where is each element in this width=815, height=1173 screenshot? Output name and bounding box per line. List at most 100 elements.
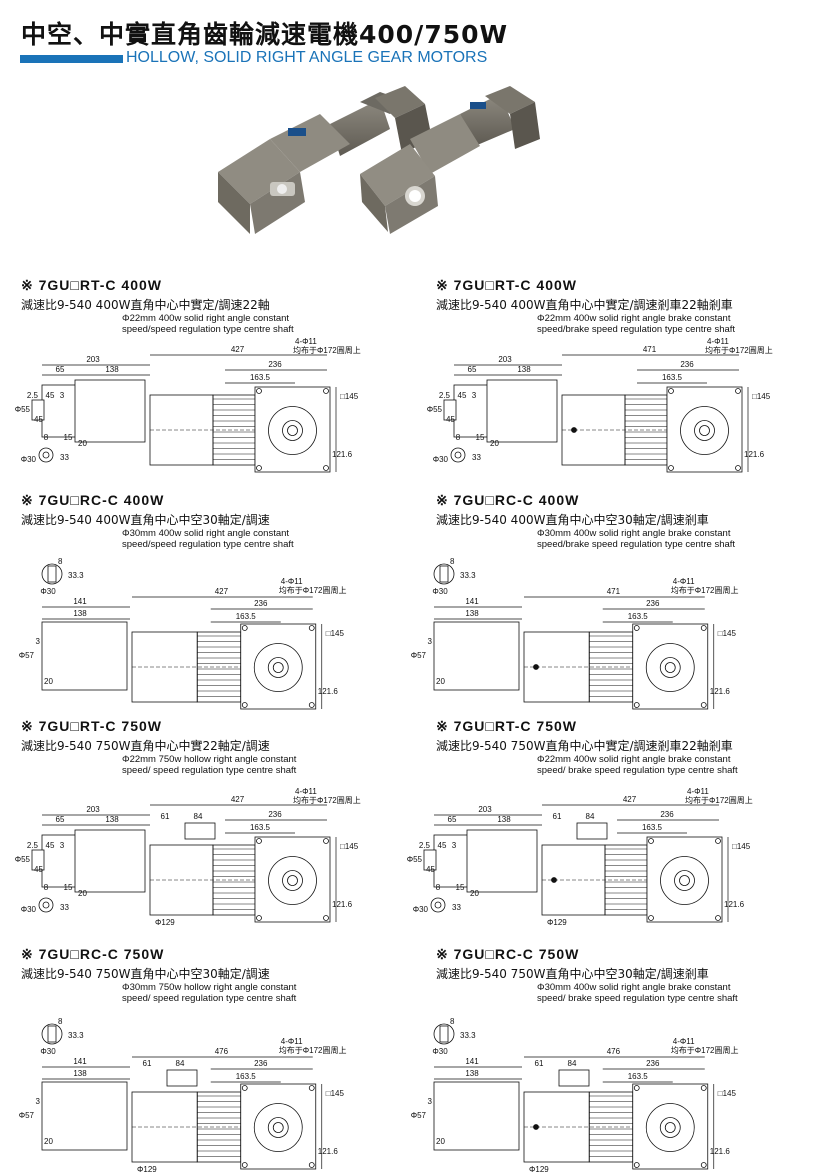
drawing-circle [308, 625, 315, 631]
drawing-circle [571, 427, 577, 433]
model-description-en-1: Φ22mm 400w solid right angle brake const… [537, 754, 731, 765]
drawing-rect [41, 1081, 128, 1151]
drawing-circle [267, 1117, 289, 1138]
drawing-circle [700, 702, 707, 708]
model-description-zh: 減速比9-540 400W直角中心中實定/調速22軸 [21, 298, 270, 312]
dimension-label: 4-Φ11 [295, 787, 317, 796]
drawing-circle [323, 465, 329, 471]
drawing-circle [715, 915, 721, 921]
dimension-label: 236 [254, 1059, 268, 1068]
dimension-label: □145 [340, 842, 359, 851]
dimension-label: Φ57 [411, 1111, 427, 1120]
dimension-label: 4-Φ11 [281, 577, 303, 586]
section-rc-400w-standard: ※ 7GU□RC-C 400W 減速比9-540 400W直角中心中空30軸定/… [21, 492, 391, 550]
dimension-label: 均布于Φ172圓周上 [671, 1045, 739, 1055]
drawing-rect [632, 1083, 709, 1170]
dimension-label: 121.6 [332, 450, 353, 459]
dimension-label: 163.5 [662, 373, 683, 382]
dimension-label: 427 [231, 795, 245, 804]
dimension-label: 33.3 [460, 571, 476, 580]
model-description-en-2: speed/speed regulation type centre shaft [122, 324, 294, 335]
drawing-rect [558, 1069, 590, 1087]
title-accent-bar [20, 55, 123, 63]
dimension-label: 163.5 [236, 612, 257, 621]
drawing-circle [430, 897, 446, 913]
dimension-label: 3 [36, 1097, 41, 1106]
model-description-en-2: speed/ brake speed regulation type centr… [537, 993, 738, 1004]
dimension-label: 236 [646, 1059, 660, 1068]
dimension-label: 61 [535, 1059, 544, 1068]
drawing-circle [272, 662, 284, 673]
dimension-label: 141 [465, 597, 479, 606]
dimension-label: 33.3 [460, 1031, 476, 1040]
dimension-label: 4-Φ11 [281, 1037, 303, 1046]
dimension-label: 20 [436, 1137, 445, 1146]
drawing-circle [645, 643, 695, 692]
dimension-label: Φ30 [21, 905, 37, 914]
drawing-circle [664, 662, 676, 673]
dimension-label: 15 [64, 883, 73, 892]
drawing-circle [256, 838, 262, 844]
drawing-circle [735, 388, 741, 394]
drawing-rect [254, 836, 331, 923]
drawing-rect [632, 623, 709, 710]
drawing-circle [533, 1124, 539, 1130]
dimension-label: 8 [450, 1017, 455, 1026]
section-rt-750w-brake: ※ 7GU□RT-C 750W 減速比9-540 750W直角中心中實定/調速剎… [436, 718, 806, 776]
model-description-en-2: speed/ speed regulation type centre shaf… [122, 993, 297, 1004]
drawing-rect [254, 386, 331, 473]
drawing-circle [660, 856, 709, 905]
drawing-circle [633, 1162, 640, 1168]
product-photo [218, 86, 540, 234]
dimension-label: 236 [268, 360, 282, 369]
model-title: ※ 7GU□RC-C 400W [436, 492, 580, 508]
drawing-circle [694, 420, 715, 441]
dimension-label: 8 [450, 557, 455, 566]
dimension-label: 45 [34, 865, 43, 874]
drawing-rect [184, 822, 216, 840]
drawing-circle [241, 1085, 248, 1091]
dimension-label: 203 [86, 355, 100, 364]
dimension-label: Φ55 [407, 855, 423, 864]
drawing-circle [241, 1162, 248, 1168]
drawing-circle [256, 388, 262, 394]
drawing-circle [668, 465, 674, 471]
motor-right-image [360, 86, 540, 234]
drawing-circle [735, 465, 741, 471]
dimension-label: □145 [718, 629, 737, 638]
dimension-label: 20 [44, 1137, 53, 1146]
dimension-label: 138 [465, 609, 479, 618]
dimension-label: 8 [44, 883, 49, 892]
section-rc-750w-standard: ※ 7GU□RC-C 750W 減速比9-540 750W直角中心中空30軸定/… [21, 946, 391, 1004]
dimension-label: 427 [215, 587, 229, 596]
dimension-label: 均布于Φ172圓周上 [279, 1045, 347, 1055]
dimension-label: 45 [46, 841, 55, 850]
model-description-zh: 減速比9-540 400W直角中心中空30軸定/調速 [21, 513, 270, 527]
dimension-label: 65 [468, 365, 477, 374]
dimension-label: 236 [254, 599, 268, 608]
dimension-label: Φ55 [15, 855, 31, 864]
dimension-label: 141 [465, 1057, 479, 1066]
section-rc-750w-brake: ※ 7GU□RC-C 750W 減速比9-540 750W直角中心中空30軸定/… [436, 946, 806, 1004]
dimension-label: 20 [78, 439, 87, 448]
drawing-circle [674, 870, 695, 891]
drawing-circle [668, 388, 674, 394]
model-description-zh: 減速比9-540 400W直角中心中實定/調速剎車22軸剎車 [436, 298, 733, 312]
drawing-circle [256, 465, 262, 471]
drawing-circle [633, 702, 640, 708]
drawing-rect [41, 621, 128, 691]
section-rt-400w-standard: ※ 7GU□RT-C 400W 減速比9-540 400W直角中心中實定/調速2… [21, 277, 391, 335]
drawing-circle [551, 877, 557, 883]
drawing-rect [466, 829, 538, 893]
drawing-rect [166, 1069, 198, 1087]
dimension-label: □145 [326, 1089, 345, 1098]
model-description-en-1: Φ30mm 400w solid right angle brake const… [537, 528, 731, 539]
drawing-circle [287, 875, 298, 886]
dimension-label: 203 [86, 805, 100, 814]
model-description-en-1: Φ30mm 400w solid right angle brake const… [537, 982, 731, 993]
dimension-label: 121.6 [332, 900, 353, 909]
dimension-label: □145 [718, 1089, 737, 1098]
drawing-circle [267, 657, 289, 678]
